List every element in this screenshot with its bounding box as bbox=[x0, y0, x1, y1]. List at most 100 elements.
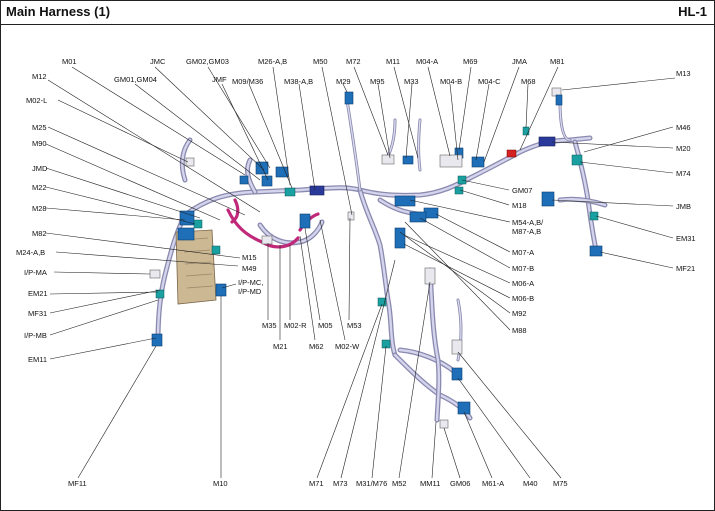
connector-m53 bbox=[347, 211, 355, 221]
label-m33: M33 bbox=[404, 77, 419, 86]
page-title: Main Harness (1) bbox=[6, 4, 111, 19]
label-m54-ab: M54-A,B/ bbox=[512, 218, 544, 227]
label-m40: M40 bbox=[523, 479, 538, 488]
connector-mf11 bbox=[151, 333, 163, 347]
connector-m18 bbox=[454, 186, 464, 195]
connector-m38 bbox=[309, 185, 325, 196]
label-m06b: M06-B bbox=[512, 294, 534, 303]
connector-m28 bbox=[179, 210, 195, 226]
junction-box bbox=[175, 227, 217, 305]
connector-m26 bbox=[275, 166, 289, 178]
connector-m09 bbox=[284, 187, 296, 197]
label-ipmd: I/P-MD bbox=[238, 287, 262, 296]
label-m88: M88 bbox=[512, 326, 527, 335]
label-m25: M25 bbox=[32, 123, 47, 132]
label-m10: M10 bbox=[213, 479, 228, 488]
label-m02w: M02-W bbox=[335, 342, 360, 351]
page-code: HL-1 bbox=[678, 4, 707, 19]
label-m90: M90 bbox=[32, 139, 47, 148]
label-m05: M05 bbox=[318, 321, 333, 330]
connector-m33 bbox=[402, 155, 414, 165]
label-em31: EM31 bbox=[676, 234, 696, 243]
label-jma: JMA bbox=[512, 57, 527, 66]
connector-m15 bbox=[211, 245, 221, 255]
connector-m52 bbox=[424, 267, 436, 285]
connector-em21 bbox=[155, 289, 165, 299]
label-m49: M49 bbox=[242, 264, 257, 273]
connector-m68 bbox=[522, 126, 530, 136]
connector-jmc bbox=[261, 175, 273, 187]
label-m87-ab: M87-A,B bbox=[512, 227, 541, 236]
connector-labels: M01 JMC GM02,GM03 M26-A,B M50 M72 M11 M0… bbox=[16, 57, 696, 488]
label-jmc: JMC bbox=[150, 57, 166, 66]
label-m01: M01 bbox=[62, 57, 77, 66]
connector-m02l bbox=[185, 157, 195, 167]
connector-m05 bbox=[299, 213, 311, 229]
label-m38ab: M38-A,B bbox=[284, 77, 313, 86]
harness-diagram: M01 JMC GM02,GM03 M26-A,B M50 M72 M11 M0… bbox=[16, 57, 696, 488]
label-m15: M15 bbox=[242, 253, 257, 262]
connector-m35 bbox=[261, 235, 273, 245]
connector-m29 bbox=[344, 91, 354, 105]
label-m62: M62 bbox=[309, 342, 324, 351]
label-mf11: MF11 bbox=[68, 479, 87, 488]
header-bar: Main Harness (1) HL-1 bbox=[0, 0, 715, 25]
connector-m72 bbox=[381, 154, 395, 165]
connector-em31 bbox=[589, 211, 599, 221]
label-ipmc: I/P-MC, bbox=[238, 278, 263, 287]
label-mf21: MF21 bbox=[676, 264, 695, 273]
label-m52: M52 bbox=[392, 479, 407, 488]
label-gm07: GM07 bbox=[512, 186, 532, 195]
label-m04a: M04-A bbox=[416, 57, 438, 66]
label-m35: M35 bbox=[262, 321, 277, 330]
label-jmb: JMB bbox=[676, 202, 691, 211]
label-m50: M50 bbox=[313, 57, 328, 66]
connector-mf21 bbox=[589, 245, 603, 257]
label-gm01-gm04: GM01,GM04 bbox=[114, 75, 157, 84]
label-m46: M46 bbox=[676, 123, 691, 132]
label-jmf: JMF bbox=[212, 75, 227, 84]
label-m04c: M04-C bbox=[478, 77, 501, 86]
connector-m06 bbox=[394, 227, 406, 249]
connector-ipma bbox=[149, 269, 161, 279]
label-m11: M11 bbox=[386, 57, 400, 66]
connectors bbox=[149, 87, 603, 429]
label-m92: M92 bbox=[512, 309, 527, 318]
label-m02r: M02-R bbox=[284, 321, 307, 330]
connector-m54 bbox=[394, 195, 416, 207]
connector-m07b bbox=[409, 211, 427, 223]
connector-m75 bbox=[451, 339, 463, 355]
connector-m12 bbox=[239, 175, 249, 185]
label-m04b: M04-B bbox=[440, 77, 462, 86]
label-jmd: JMD bbox=[32, 164, 48, 173]
label-m69: M69 bbox=[463, 57, 478, 66]
label-m18: M18 bbox=[512, 201, 527, 210]
label-gm06: GM06 bbox=[450, 479, 470, 488]
label-m12: M12 bbox=[32, 72, 47, 81]
label-m74: M74 bbox=[676, 169, 691, 178]
label-m31-m76: M31/M76 bbox=[356, 479, 387, 488]
label-ipma: I/P-MA bbox=[24, 268, 47, 277]
label-m02l: M02-L bbox=[26, 96, 47, 105]
label-m07b: M07-B bbox=[512, 264, 534, 273]
label-m24ab: M24-A,B bbox=[16, 248, 45, 257]
label-m20: M20 bbox=[676, 144, 691, 153]
label-m61a: M61-A bbox=[482, 479, 504, 488]
label-m28: M28 bbox=[32, 204, 47, 213]
label-em21: EM21 bbox=[28, 289, 48, 298]
label-m07a: M07-A bbox=[512, 248, 534, 257]
connector-m40 bbox=[451, 367, 463, 381]
label-m22: M22 bbox=[32, 183, 47, 192]
label-m29: M29 bbox=[336, 77, 351, 86]
label-m21: M21 bbox=[273, 342, 288, 351]
connector-gm06 bbox=[439, 419, 449, 429]
connector-m20 bbox=[538, 136, 556, 147]
label-m81: M81 bbox=[550, 57, 565, 66]
connector-jmb bbox=[541, 191, 555, 207]
label-em11: EM11 bbox=[28, 355, 47, 364]
label-mm11: MM11 bbox=[420, 479, 440, 488]
label-m82: M82 bbox=[32, 229, 47, 238]
connector-m22 bbox=[193, 219, 203, 229]
harness-trunks bbox=[155, 98, 608, 423]
